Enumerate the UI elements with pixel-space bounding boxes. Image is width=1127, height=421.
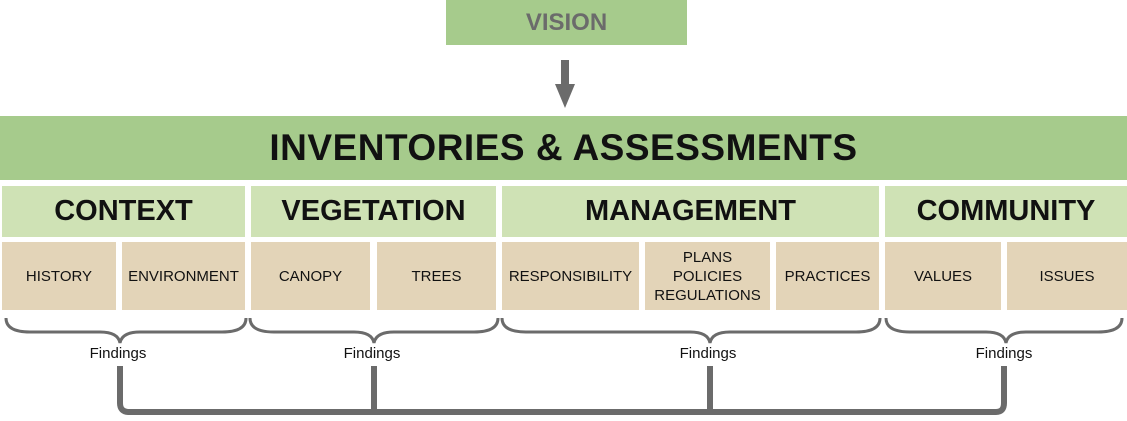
brace-management — [500, 317, 882, 344]
findings-label-vegetation: Findings — [343, 345, 401, 362]
brace-vegetation — [248, 317, 500, 344]
brace-community — [884, 317, 1124, 344]
subitem-canopy: CANOPY — [251, 242, 370, 310]
category-context: CONTEXT — [2, 186, 245, 237]
inventories-assessments-banner: INVENTORIES & ASSESSMENTS — [0, 116, 1127, 180]
subitem-plans-policies-regulations: PLANS POLICIES REGULATIONS — [645, 242, 770, 310]
vision-box: VISION — [446, 0, 687, 45]
findings-label-management: Findings — [679, 345, 737, 362]
subitem-values: VALUES — [885, 242, 1001, 310]
category-community: COMMUNITY — [885, 186, 1127, 237]
findings-label-community: Findings — [975, 345, 1033, 362]
subitem-history: HISTORY — [2, 242, 116, 310]
subitem-practices: PRACTICES — [776, 242, 879, 310]
findings-connector — [117, 366, 1007, 415]
subitem-responsibility: RESPONSIBILITY — [502, 242, 639, 310]
findings-label-context: Findings — [89, 345, 147, 362]
category-management: MANAGEMENT — [502, 186, 879, 237]
category-vegetation: VEGETATION — [251, 186, 496, 237]
subitem-trees: TREES — [377, 242, 496, 310]
subitem-environment: ENVIRONMENT — [122, 242, 245, 310]
subitem-issues: ISSUES — [1007, 242, 1127, 310]
down-arrow — [555, 60, 575, 108]
brace-context — [4, 317, 248, 344]
